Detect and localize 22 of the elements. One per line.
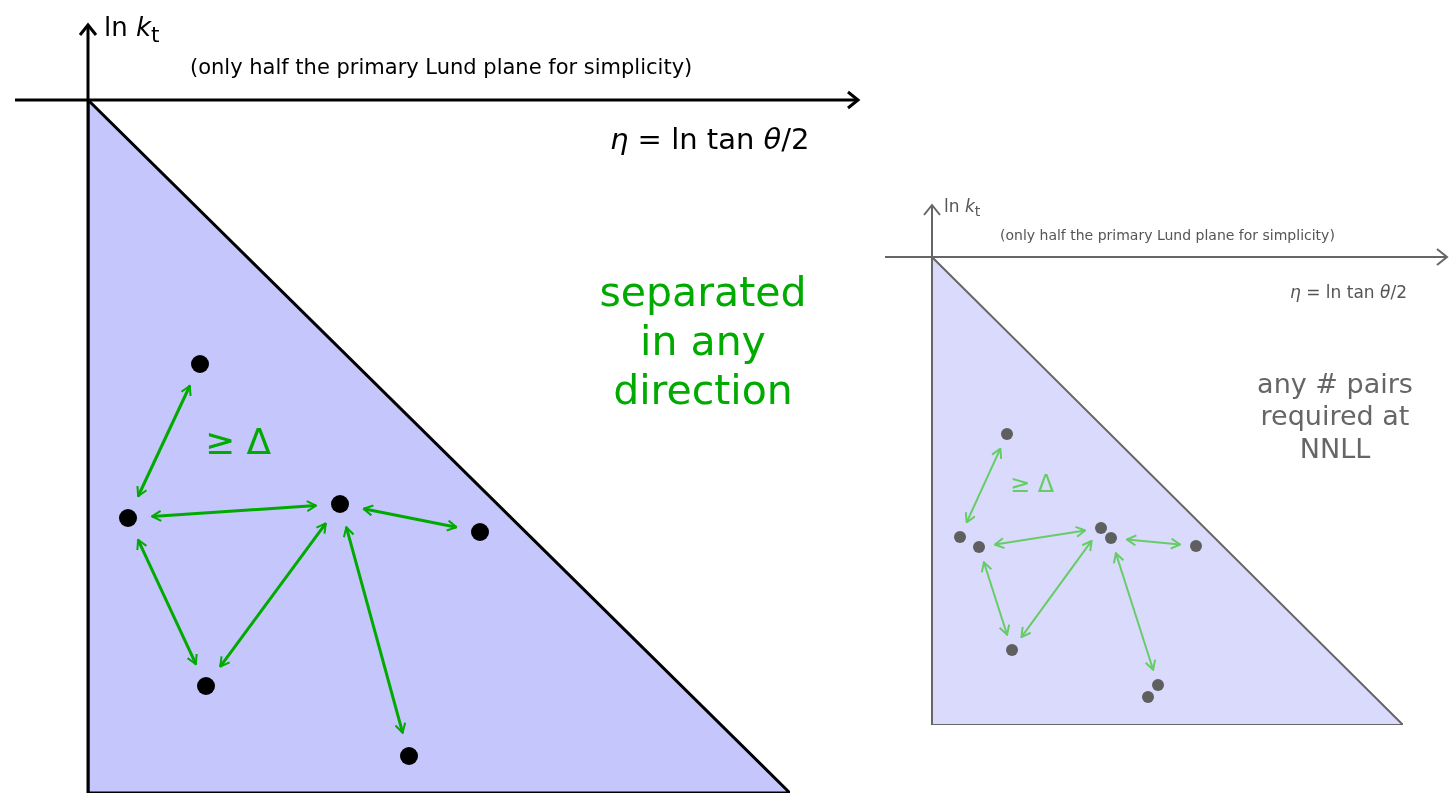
double-arrow xyxy=(980,561,1011,636)
axis-label: η = ln tan θ/2 xyxy=(1290,282,1407,303)
note-text: (only half the primary Lund plane for simplicity) xyxy=(1000,227,1335,244)
double-arrow xyxy=(342,526,407,734)
note-text: (only half the primary Lund plane for simplicity) xyxy=(190,55,693,81)
double-arrow xyxy=(150,500,318,522)
annotation-text: any # pairs required at NNLL xyxy=(1256,368,1414,466)
double-arrow xyxy=(1112,552,1157,671)
double-arrow xyxy=(136,384,192,498)
double-arrow xyxy=(1020,539,1093,639)
separation-label: ≥ Δ xyxy=(205,420,272,464)
separation-label: ≥ Δ xyxy=(1010,470,1055,499)
annotation-text: separated in any direction xyxy=(598,268,808,416)
double-arrow xyxy=(219,522,327,668)
double-arrow xyxy=(136,538,198,666)
axis-label: ln k$_{t}$ xyxy=(944,196,981,221)
axis-label: η = ln tan θ/2 xyxy=(610,122,810,157)
double-arrow xyxy=(964,447,1003,524)
double-arrow xyxy=(362,504,458,532)
double-arrow xyxy=(1125,534,1182,550)
double-arrow xyxy=(993,525,1087,550)
axis-label: ln k$_{t}$ xyxy=(104,12,160,49)
